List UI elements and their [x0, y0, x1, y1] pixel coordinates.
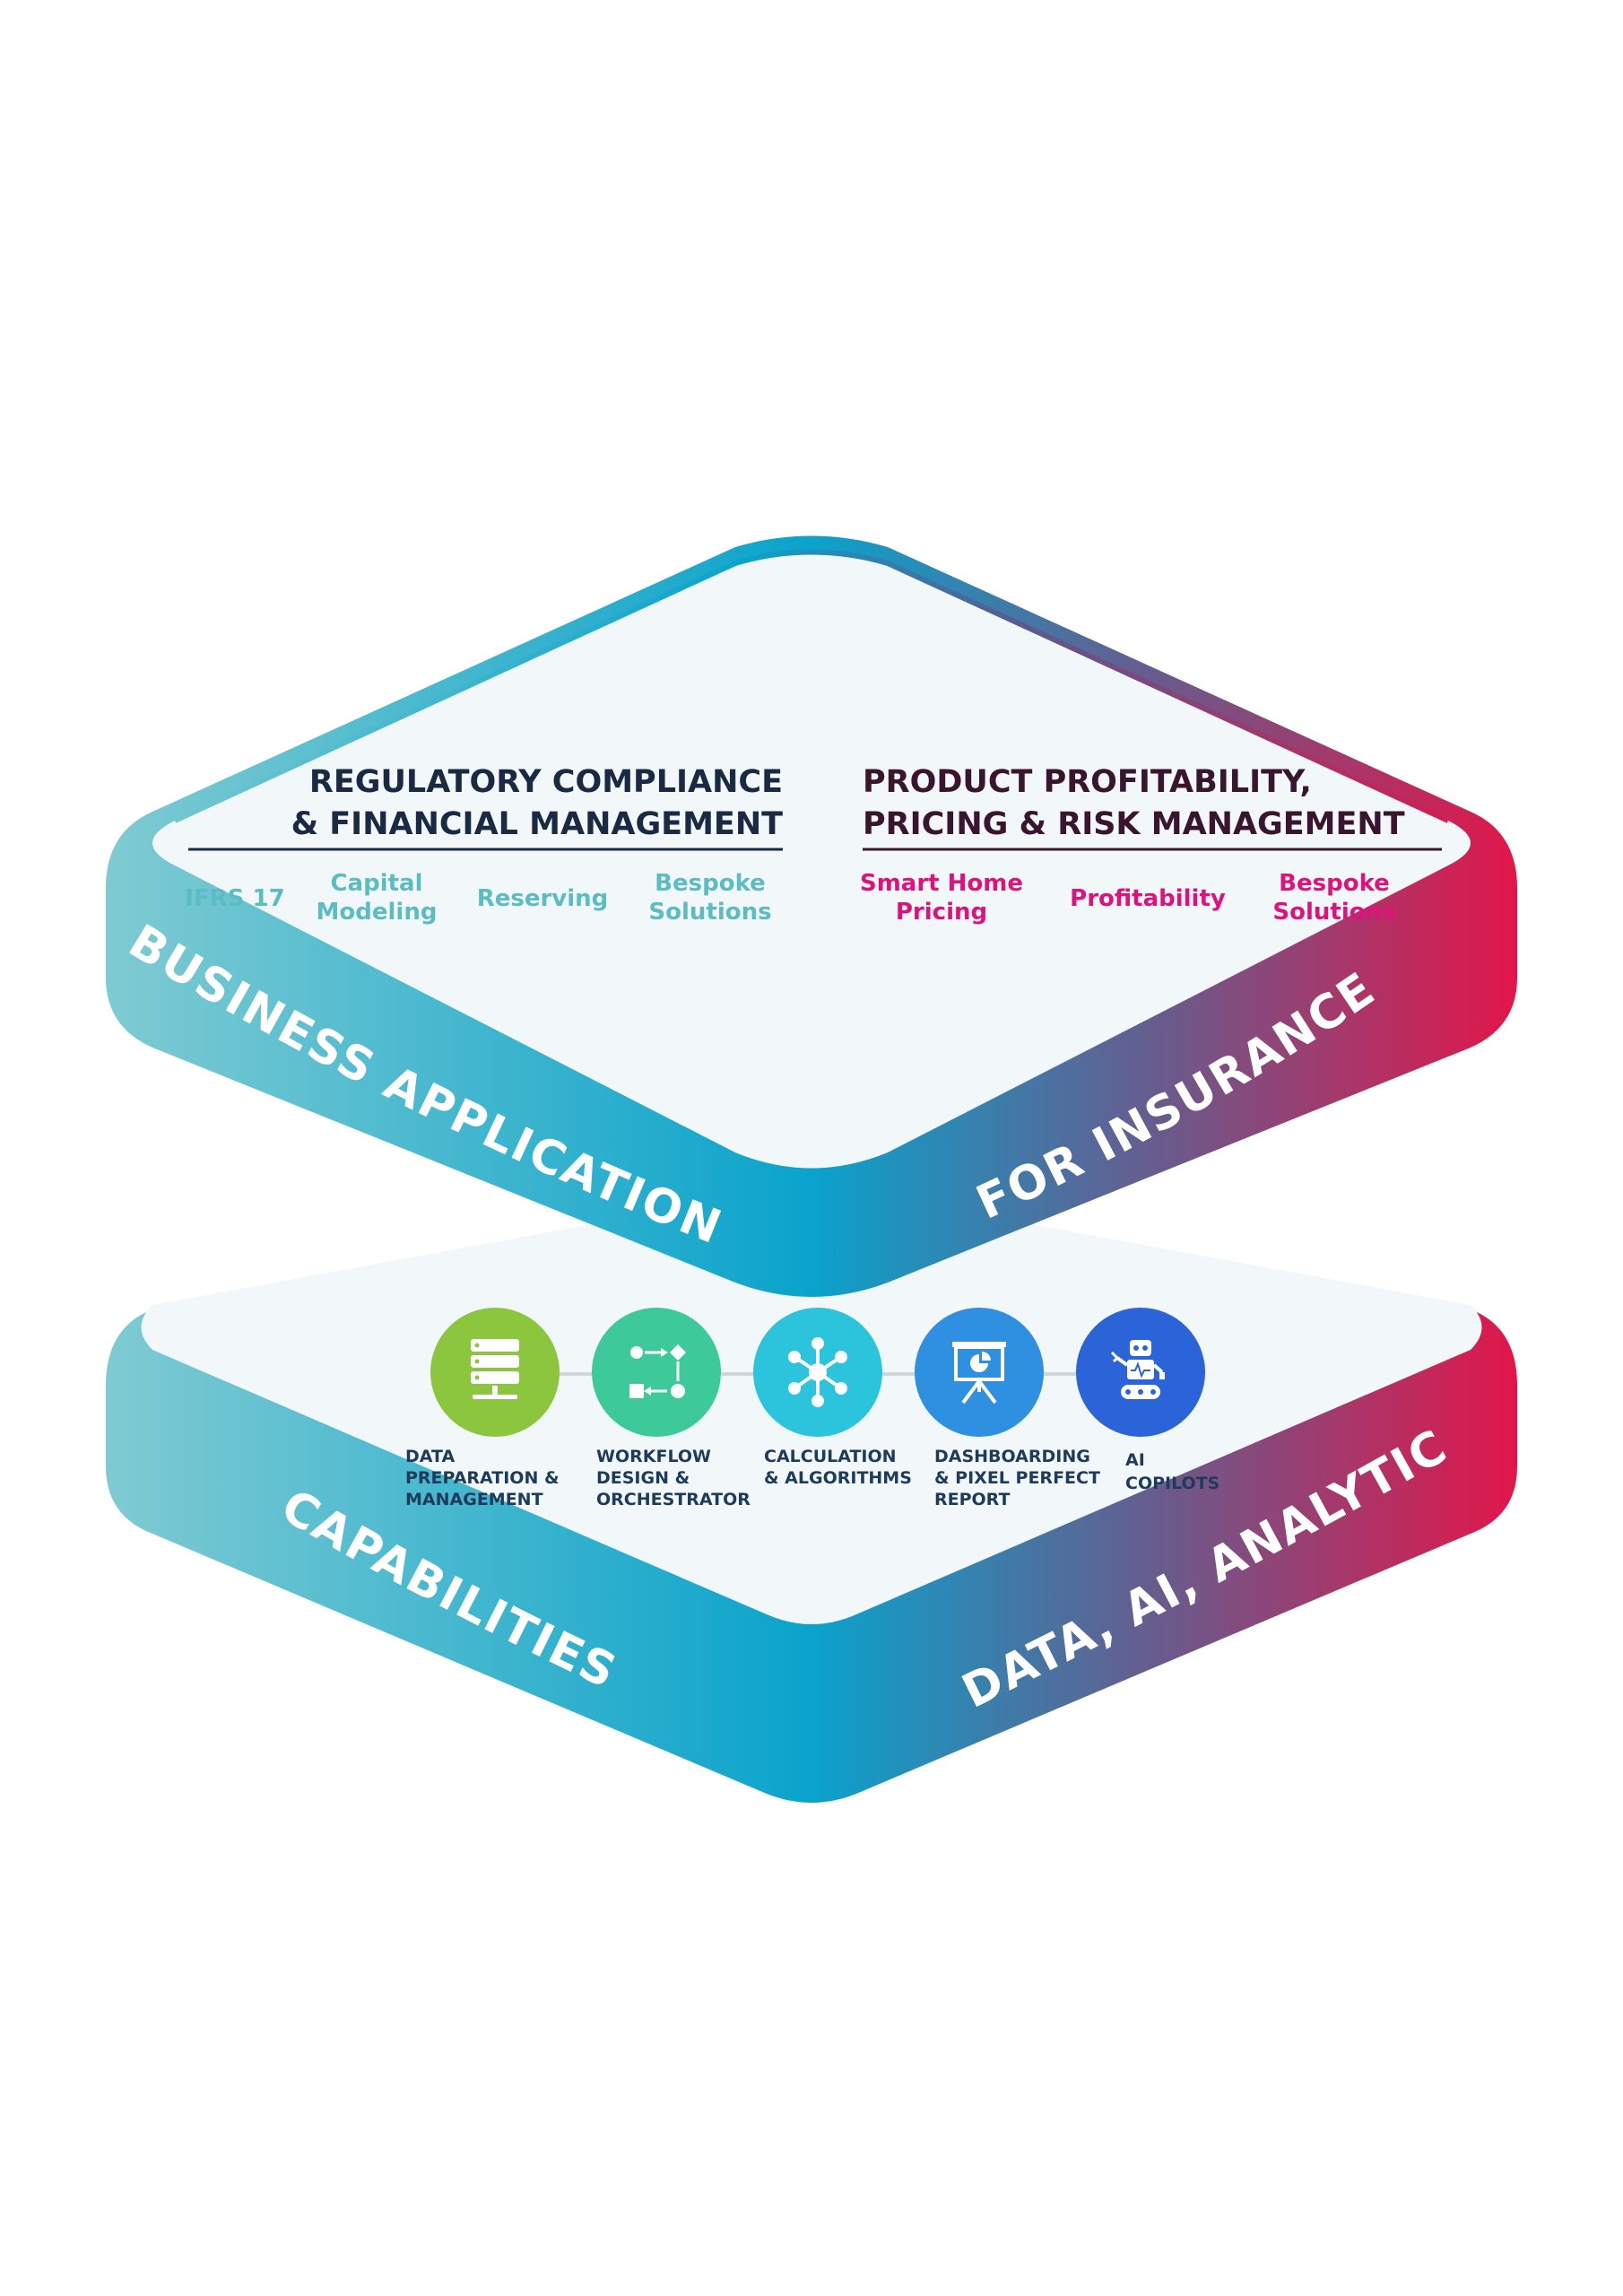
capability-label-workflow-line3: ORCHESTRATOR — [596, 1490, 751, 1509]
capability-label-data-line1: DATA — [405, 1447, 455, 1466]
top-platform-rim — [734, 549, 1450, 823]
right-item-smart-home-line2: Pricing — [896, 899, 987, 926]
capability-label-dashboarding-line3: REPORT — [934, 1490, 1010, 1509]
right-heading-line2: PRICING & RISK MANAGEMENT — [863, 806, 1405, 842]
capability-label-calculation-line1: CALCULATION — [764, 1447, 897, 1466]
capability-label-ai-line2: COPILOTS — [1125, 1474, 1219, 1493]
server-stack-icon — [471, 1339, 519, 1399]
left-item-capital-line2: Modeling — [317, 899, 438, 926]
right-item-bespoke-line1: Bespoke — [1279, 870, 1390, 897]
top-platform-surface — [152, 552, 1471, 1169]
left-item-ifrs17: IFRS 17 — [185, 885, 284, 912]
capability-calculation: CALCULATION & ALGORITHMS — [753, 1308, 912, 1488]
left-heading-line2: & FINANCIAL MANAGEMENT — [291, 806, 784, 842]
capability-workflow: WORKFLOW DESIGN & ORCHESTRATOR — [592, 1308, 751, 1509]
product-profitability-group: PRODUCT PROFITABILITY, PRICING & RISK MA… — [860, 764, 1442, 926]
capability-data-preparation: DATA PREPARATION & MANAGEMENT — [405, 1308, 560, 1509]
robot-icon — [1110, 1340, 1165, 1399]
capability-label-data-line3: MANAGEMENT — [405, 1490, 543, 1509]
capability-label-dashboarding-line1: DASHBOARDING — [934, 1447, 1090, 1466]
right-item-profitability: Profitability — [1070, 885, 1226, 912]
presentation-chart-icon — [952, 1342, 1006, 1405]
network-hub-icon — [788, 1337, 847, 1407]
top-platform-rim-left — [173, 561, 737, 823]
right-item-smart-home-line1: Smart Home — [860, 870, 1023, 897]
workflow-icon — [629, 1344, 686, 1398]
top-platform — [106, 535, 1517, 1297]
capability-circle-workflow — [592, 1308, 721, 1437]
left-heading-line1: REGULATORY COMPLIANCE — [309, 764, 783, 800]
left-item-bespoke-line1: Bespoke — [655, 870, 766, 897]
capability-label-dashboarding-line2: & PIXEL PERFECT — [934, 1468, 1100, 1488]
capability-ai-copilots: AI COPILOTS — [1076, 1308, 1219, 1493]
right-item-bespoke-line2: Solutions — [1272, 899, 1395, 926]
capability-label-data-line2: PREPARATION & — [405, 1468, 560, 1488]
capability-label-ai-line1: AI — [1125, 1450, 1145, 1470]
capability-label-workflow-line1: WORKFLOW — [596, 1447, 711, 1466]
capability-label-workflow-line2: DESIGN & — [596, 1468, 690, 1488]
capability-label-calculation-line2: & ALGORITHMS — [764, 1468, 912, 1488]
capability-dashboarding: DASHBOARDING & PIXEL PERFECT REPORT — [915, 1308, 1100, 1509]
regulatory-compliance-group: REGULATORY COMPLIANCE & FINANCIAL MANAGE… — [185, 764, 783, 926]
right-heading-line1: PRODUCT PROFITABILITY, — [863, 764, 1312, 800]
left-item-capital-line1: Capital — [330, 870, 422, 897]
left-item-bespoke-line2: Solutions — [648, 899, 771, 926]
left-item-reserving: Reserving — [477, 885, 609, 912]
